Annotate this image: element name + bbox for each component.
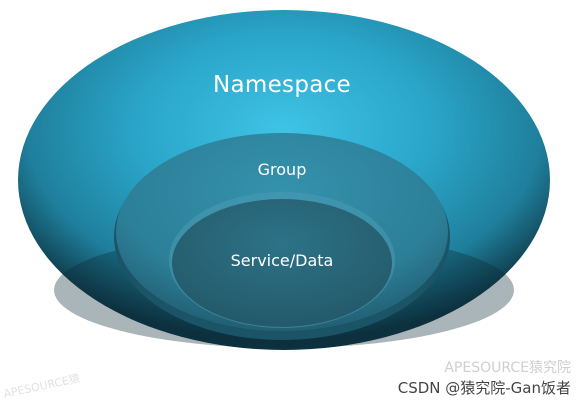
service-data-label: Service/Data [230,251,334,270]
csdn-watermark: CSDN @猿究院-Gan饭者 [397,379,571,397]
service-data-ellipse [172,199,392,327]
group-label: Group [257,160,307,179]
namespace-label: Namespace [212,72,352,98]
source-watermark: APESOURCE猿究院 [444,360,571,376]
